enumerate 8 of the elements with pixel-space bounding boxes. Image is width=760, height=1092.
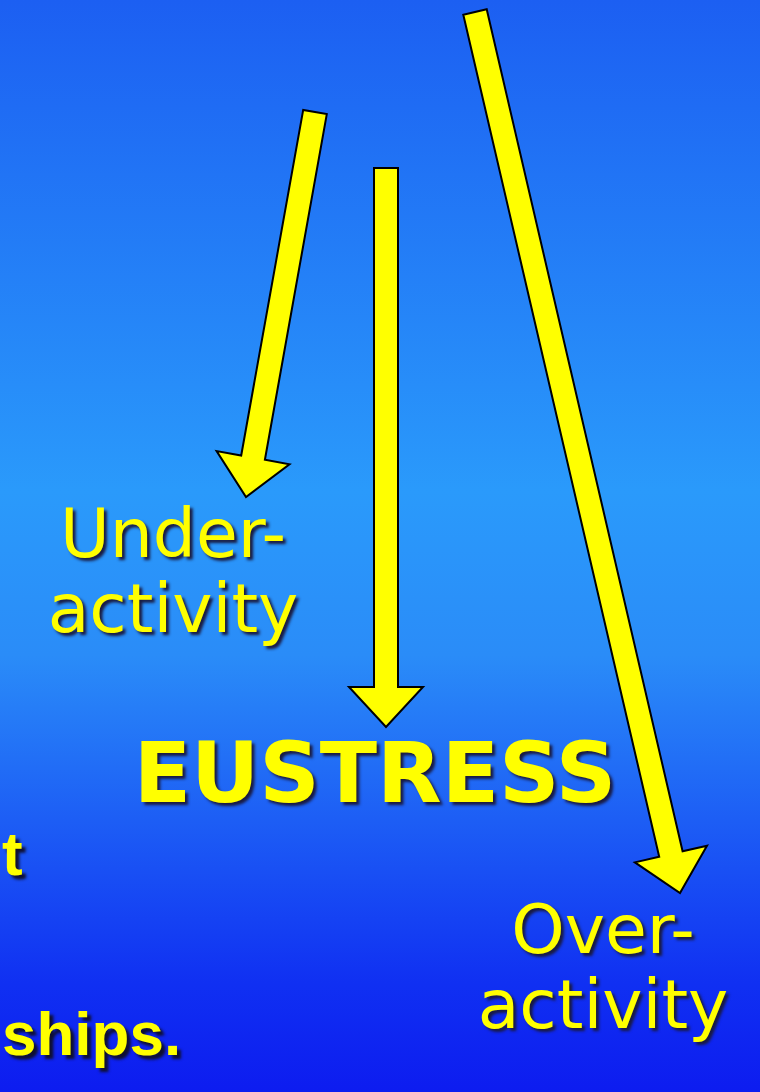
node-label: EUSTRESS	[110, 727, 640, 820]
arrow	[214, 108, 328, 499]
arrow	[462, 8, 709, 895]
node-label: Under- activity	[18, 497, 328, 647]
arrow	[346, 167, 426, 729]
node-label: Over- activity	[448, 893, 758, 1043]
slide-text: t	[2, 818, 23, 889]
slide-text: ships.	[2, 998, 182, 1069]
